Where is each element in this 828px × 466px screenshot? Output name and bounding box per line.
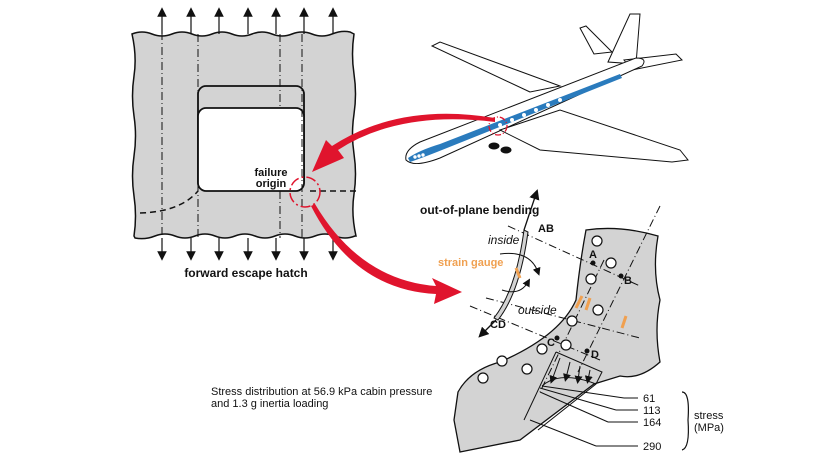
stress-value-113: 113 <box>643 405 661 417</box>
outside-label: outside <box>518 303 557 317</box>
crack-path <box>139 190 199 214</box>
fuselage-stripe <box>408 74 622 162</box>
stress-unit-label: stress <box>694 410 724 422</box>
point-c-label: C <box>547 337 555 349</box>
hatch-panel: failure origin forward escape hatch <box>131 7 360 280</box>
stress-distribution-plot <box>523 351 689 451</box>
point-b-label: B <box>624 275 632 287</box>
tail-fin <box>607 13 641 65</box>
origin-label: origin <box>256 178 287 190</box>
point-a-label: A <box>589 249 597 261</box>
hatch-opening <box>197 107 305 192</box>
stress-value-290: 290 <box>643 441 661 453</box>
arrow-airplane-to-hatch <box>312 113 495 172</box>
airplane-hatch-marker <box>488 116 508 136</box>
bending-title: out-of-plane bending <box>420 203 539 217</box>
stress-note-line2: and 1.3 g inertia loading <box>211 398 328 410</box>
strain-gauge-label: strain gauge <box>438 257 503 269</box>
section-cd-label: CD <box>490 319 506 331</box>
inside-label: inside <box>488 233 520 247</box>
section-ab-label: AB <box>538 223 554 235</box>
stress-value-61: 61 <box>643 393 655 405</box>
tension-arrows-bottom <box>157 238 338 261</box>
failure-label: failure <box>254 167 287 179</box>
stress-value-164: 164 <box>643 417 661 429</box>
failure-origin-marker <box>289 176 321 208</box>
detail-view: out-of-plane bending inside outside stra… <box>420 189 724 453</box>
skin-cross-section <box>493 229 529 321</box>
tension-arrows-top <box>157 7 338 34</box>
airplane-illustration <box>405 13 689 164</box>
hatch-caption: forward escape hatch <box>184 266 307 280</box>
frame-lines <box>161 32 303 240</box>
rivet-holes <box>477 235 617 384</box>
arrow-hatch-to-detail <box>311 204 462 304</box>
stress-unit-mpa: (MPa) <box>694 422 724 434</box>
stress-note-line1: Stress distribution at 56.9 kPa cabin pr… <box>211 386 432 398</box>
far-wing <box>430 41 562 93</box>
point-d-label: D <box>591 349 599 361</box>
near-wing <box>498 109 689 163</box>
tail-stabilizer-far <box>579 25 614 55</box>
